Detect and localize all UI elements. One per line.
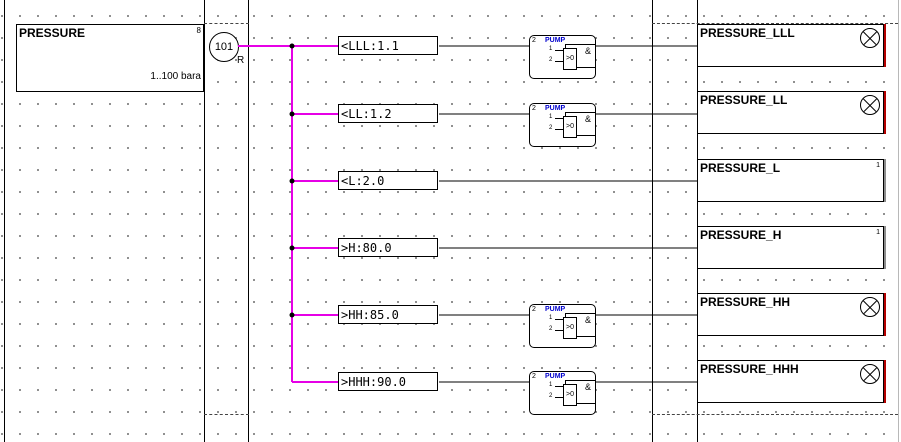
pump-number: 2 [532,37,536,44]
output-name: PRESSURE_H [700,228,782,242]
pin-wire [555,129,563,130]
pin-wire [555,118,563,119]
greater-than-zero-gate: >0 [563,317,577,339]
pump-pin-1: 1 [549,315,553,321]
page-break-line [204,23,249,24]
output-flag: 1 [876,229,880,236]
pump-block-hh[interactable]: 2 PUMP & >0 1 2 [529,304,596,348]
output-block-pressure-lll[interactable]: PRESSURE_LLL [697,24,884,67]
pump-title: PUMP [545,105,566,112]
alarm-edge [884,360,886,403]
junction-dot [289,178,295,184]
output-name: PRESSURE_LL [700,93,788,107]
greater-than-zero-gate: >0 [563,384,577,406]
greater-than-zero-gate: >0 [563,116,577,138]
comparator-box-hhh[interactable]: >HHH:90.0 [338,372,438,391]
page-break-line [204,414,249,415]
page-break-line [652,414,898,415]
pump-block-lll[interactable]: 2 PUMP & >0 1 2 [529,35,596,79]
input-block-pressure[interactable]: PRESSURE 8 1..100 bara [16,24,204,92]
pin-wire [555,386,563,387]
greater-than-zero-gate: >0 [563,48,577,70]
pin-wire [555,397,563,398]
output-block-pressure-hhh[interactable]: PRESSURE_HHH [697,360,884,403]
junction-dot [289,43,295,49]
comparator-box-ll[interactable]: <LL:1.2 [338,104,438,123]
junction-dot [289,111,295,117]
output-name: PRESSURE_HHH [700,362,799,376]
comparator-box-lll[interactable]: <LLL:1.1 [338,36,438,55]
alarm-edge [884,293,886,336]
pump-block-hhh[interactable]: 2 PUMP & >0 1 2 [529,371,596,415]
output-block-pressure-l[interactable]: PRESSURE_L 1 [697,159,884,202]
output-name: PRESSURE_LLL [700,26,795,40]
plain-edge [884,159,886,202]
lamp-icon [860,364,880,384]
junction-dot [289,312,295,318]
comparator-box-h[interactable]: >H:80.0 [338,238,438,257]
pump-title: PUMP [545,37,566,44]
input-name: PRESSURE [19,26,86,40]
output-flag: 1 [876,162,880,169]
input-flag: 8 [196,26,201,35]
output-name: PRESSURE_L [700,161,781,175]
output-name: PRESSURE_HH [700,295,791,309]
pump-pin-2: 2 [549,393,553,399]
lamp-icon [860,297,880,317]
pump-title: PUMP [545,373,566,380]
pump-block-ll[interactable]: 2 PUMP & >0 1 2 [529,103,596,147]
output-block-pressure-h[interactable]: PRESSURE_H 1 [697,226,884,269]
pump-number: 2 [532,306,536,313]
pump-pin-2: 2 [549,125,553,131]
pin-wire [555,330,563,331]
pin-wire [555,319,563,320]
column-divider [898,0,899,442]
column-divider [248,0,249,442]
input-range: 1..100 bara [150,71,201,82]
alarm-edge [884,91,886,134]
column-divider [652,0,653,442]
pin-wire [555,61,563,62]
lamp-icon [860,28,880,48]
pump-pin-2: 2 [549,326,553,332]
alarm-edge [884,24,886,67]
plain-edge [884,226,886,269]
tag-suffix: R [237,55,245,66]
comparator-box-hh[interactable]: >HH:85.0 [338,305,438,324]
lamp-icon [860,95,880,115]
pump-number: 2 [532,105,536,112]
column-divider [4,0,5,442]
comparator-box-l[interactable]: <L:2.0 [338,171,438,190]
column-divider [697,0,698,442]
output-block-pressure-ll[interactable]: PRESSURE_LL [697,91,884,134]
pump-number: 2 [532,373,536,380]
column-divider [204,0,205,442]
pin-wire [555,50,563,51]
pump-pin-1: 1 [549,46,553,52]
junction-dot [289,245,295,251]
pump-title: PUMP [545,306,566,313]
output-block-pressure-hh[interactable]: PRESSURE_HH [697,293,884,336]
pump-pin-2: 2 [549,57,553,63]
pump-pin-1: 1 [549,382,553,388]
pump-pin-1: 1 [549,114,553,120]
page-break-line [652,23,898,24]
